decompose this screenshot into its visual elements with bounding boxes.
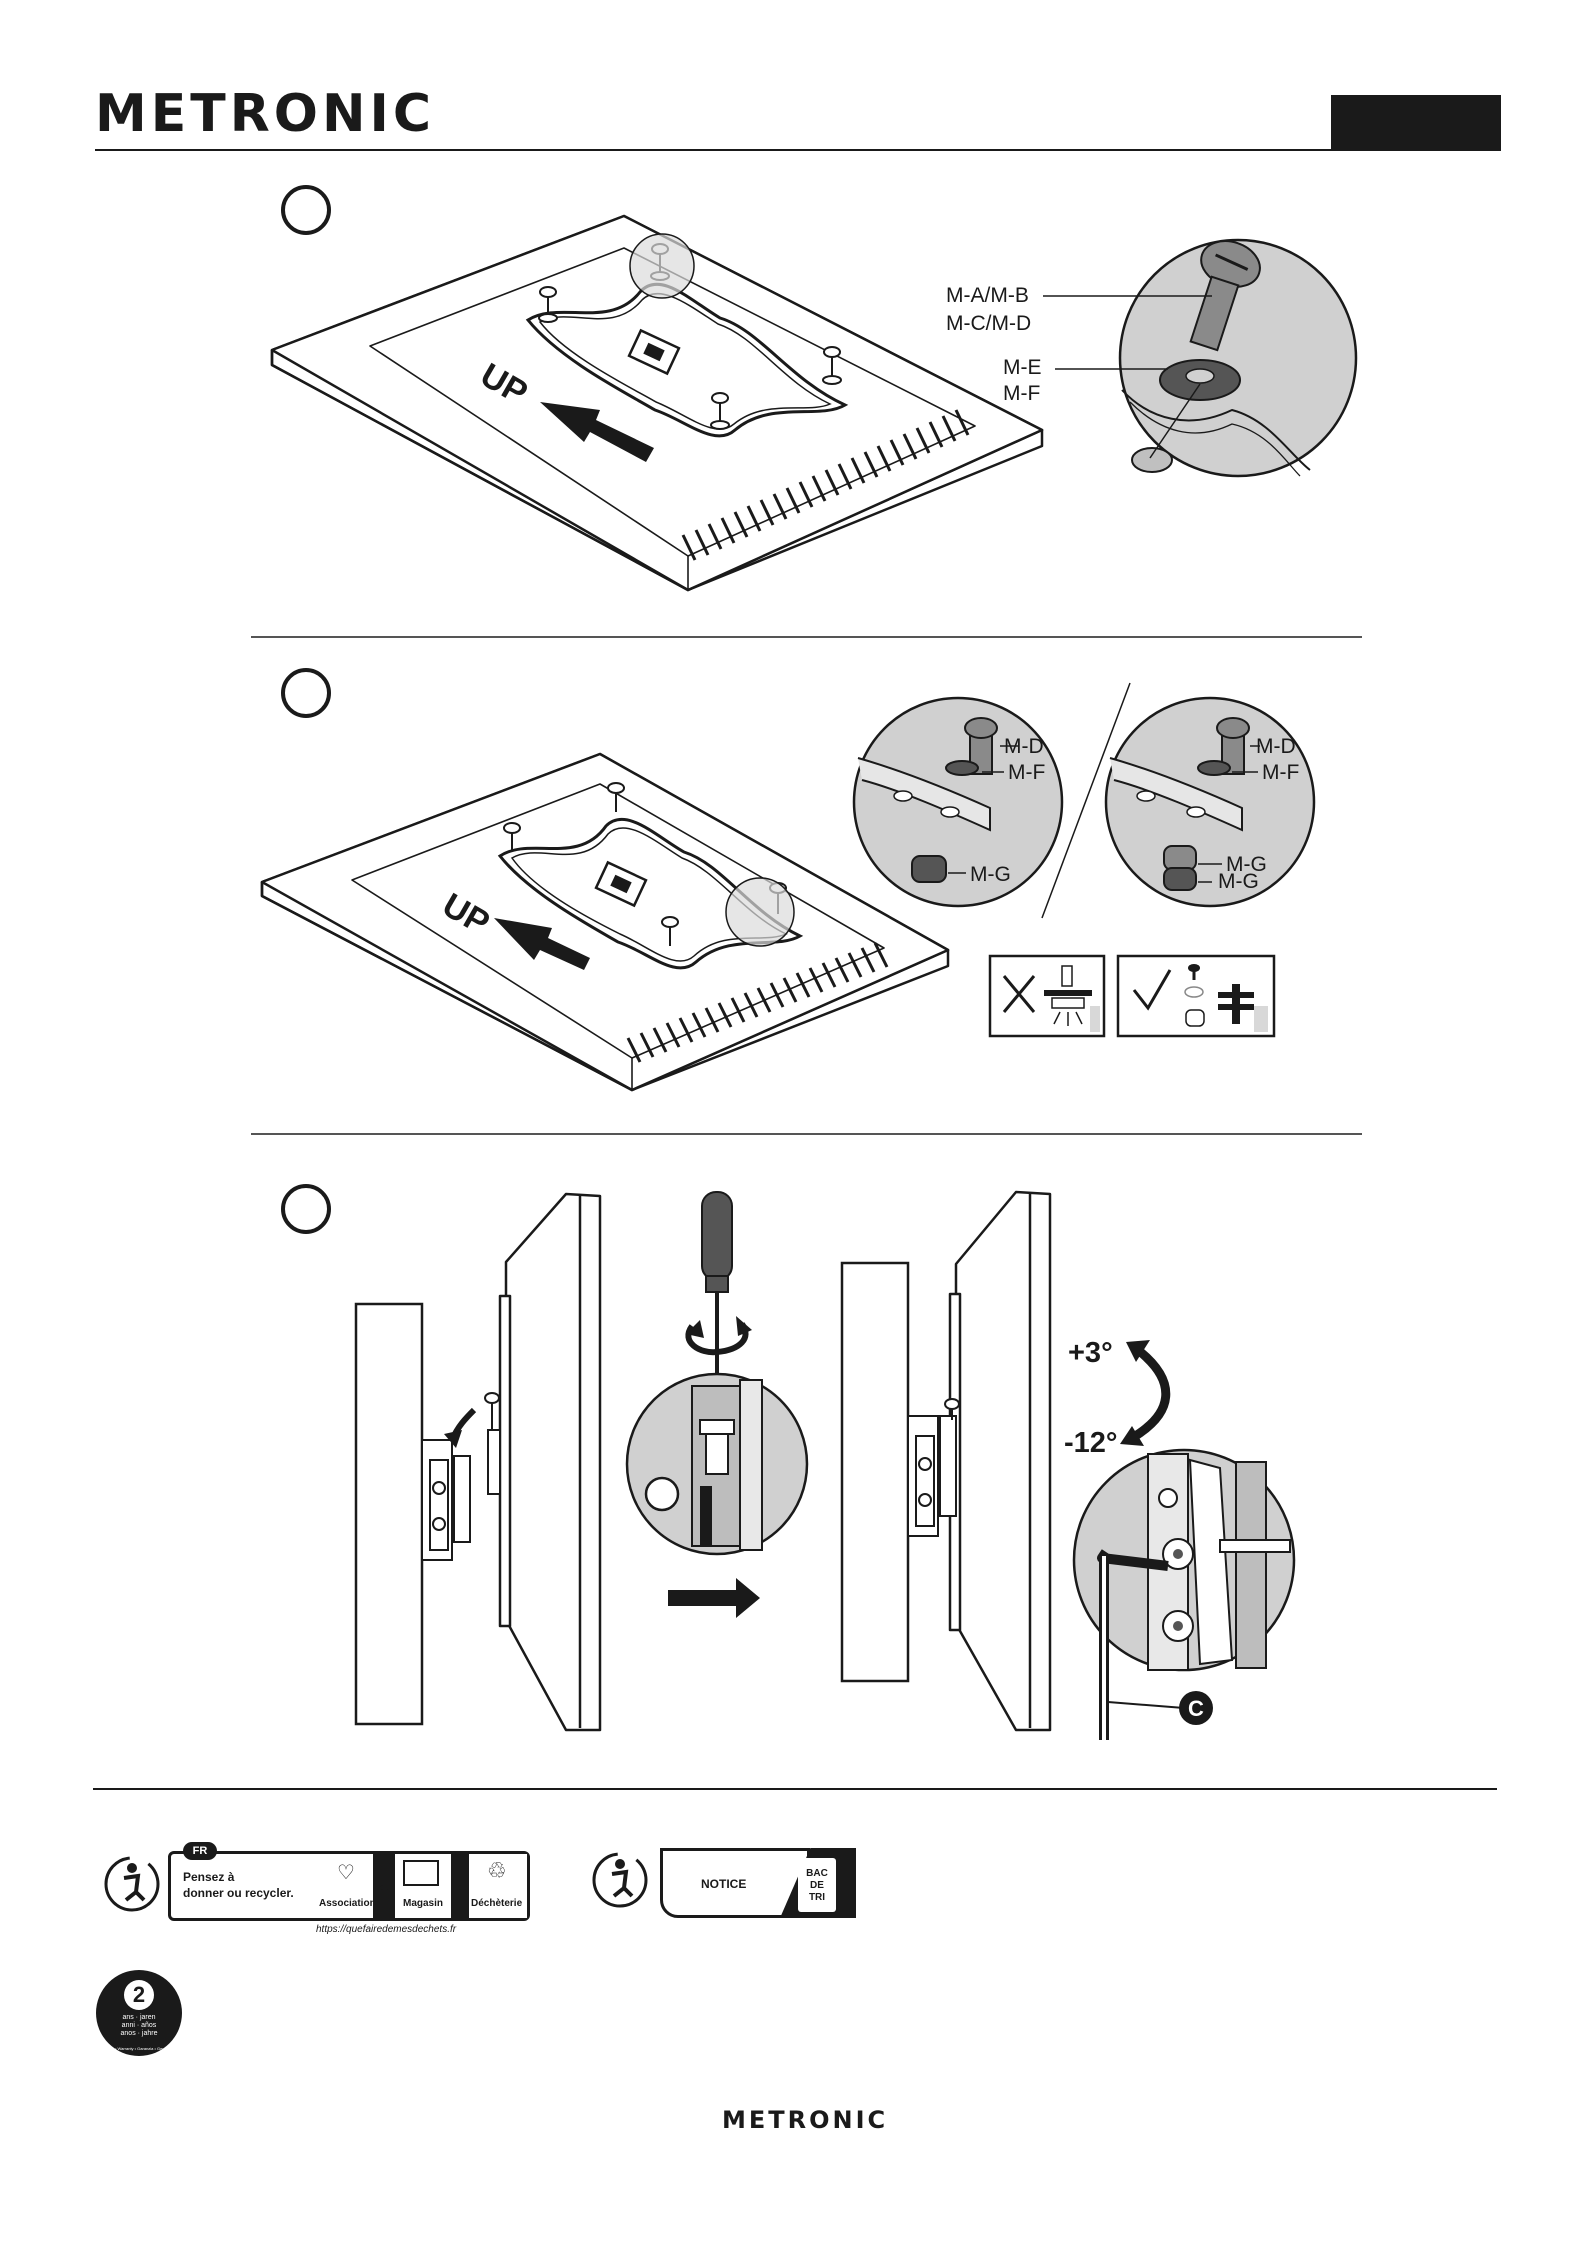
- screwdriver: [701, 1191, 733, 1390]
- or-2: ou: [457, 1882, 468, 1892]
- header-black-block: [1331, 95, 1501, 151]
- notice-label-box: NOTICE: [660, 1848, 810, 1918]
- bin-text-1: BAC: [806, 1868, 828, 1879]
- association-cell: ♡ Association: [319, 1854, 376, 1918]
- recycle-url: https://quefairedemesdechets.fr: [316, 1924, 457, 1935]
- tv-vents-2: [626, 942, 889, 1063]
- correct-assembly-box: [1116, 954, 1276, 1038]
- push-arrow: [668, 1578, 760, 1618]
- screw-detail-callout: [1118, 238, 1358, 478]
- or-1: ou: [379, 1882, 390, 1892]
- header-rule: [95, 149, 1331, 151]
- tilt-down-label: -12°: [1064, 1427, 1118, 1459]
- decheterie-cell: ♲ Déchèterie: [469, 1854, 527, 1918]
- label-l-spacer: M-G: [970, 863, 1011, 886]
- tv-side-left: [498, 1192, 602, 1732]
- warranty-ring-text: • Garantie • Warranty • Garanzia • Gewäh…: [96, 2046, 182, 2051]
- tilt-up-label: +3°: [1068, 1337, 1113, 1369]
- section-divider-2: [251, 1133, 1362, 1135]
- label-screw-cd: M-C/M-D: [946, 312, 1031, 335]
- hexkey-detail: [1072, 1448, 1296, 1740]
- step-2-illustration: UP M-D M-F M-G M-D M-F M-G M-G: [260, 682, 1316, 1092]
- step-1-illustration: UP M-A/M-B M-C/M-D M-E M-F: [270, 214, 1358, 592]
- warranty-line-3: anos · jahre: [120, 2030, 158, 2037]
- recycling-logo-1: [104, 1856, 160, 1912]
- label-washer-f: M-F: [1003, 382, 1040, 405]
- label-screw-ab: M-A/M-B: [946, 284, 1029, 307]
- label-r-washer: M-F: [1262, 761, 1299, 784]
- magasin-cell: Magasin: [395, 1854, 451, 1918]
- tv-side-right: [948, 1190, 1052, 1732]
- section-divider-1: [251, 636, 1362, 638]
- mounting-plate: [525, 282, 849, 438]
- up-arrow: [540, 402, 654, 462]
- tv-vents: [681, 409, 970, 561]
- step-3-illustration: +3° -12° C: [354, 1190, 1296, 1740]
- warranty-line-1: ans · jaren: [122, 2014, 156, 2021]
- spacer-detail-left: [852, 696, 1064, 908]
- tilt-arrow: [1129, 1346, 1171, 1442]
- wall-bracket-left: [421, 1392, 501, 1561]
- warranty-line-2: anni · años: [121, 2022, 157, 2029]
- recycling-info-badge: FR Pensez à donner ou recycler. ♡ Associ…: [168, 1842, 530, 1921]
- tighten-detail: [625, 1372, 809, 1556]
- tool-c-badge: [1179, 1691, 1213, 1725]
- wall-bracket-right: [907, 1398, 960, 1537]
- recycle-message-1: Pensez à: [183, 1870, 235, 1884]
- country-tag: FR: [183, 1842, 217, 1860]
- recycling-logo-2: [592, 1852, 648, 1908]
- recycle-message-2: donner ou recycler.: [183, 1886, 294, 1900]
- option-decheterie: Déchèterie: [471, 1898, 523, 1909]
- up-arrow-2: [494, 918, 590, 970]
- trash-bin-icon: BAC DE TRI: [798, 1858, 836, 1912]
- rotate-arrow: [685, 1322, 749, 1356]
- heart-hand-icon: ♡: [337, 1862, 355, 1884]
- wall-right: [840, 1261, 910, 1683]
- step-1-marker: [281, 185, 331, 235]
- wall-left: [354, 1302, 424, 1726]
- bin-text-2: DE: [810, 1880, 824, 1891]
- warranty-years: 2: [124, 1980, 154, 2010]
- shop-icon: [403, 1860, 439, 1886]
- step-3-marker: [281, 1184, 331, 1234]
- notice-badge: NOTICE BAC DE TRI: [660, 1848, 856, 1920]
- detail-highlight: [629, 233, 695, 299]
- warranty-badge: 2 ans · jaren anni · años anos · jahre •…: [96, 1970, 182, 2056]
- tool-c-label: C: [1188, 1696, 1204, 1721]
- label-r-spacer-b: M-G: [1218, 870, 1259, 893]
- spacer-detail-right: [1104, 696, 1316, 908]
- footer-rule: [93, 1788, 1497, 1790]
- footer-brand-logo: METRONIC: [722, 2106, 889, 2134]
- mounting-plate-2: [497, 817, 804, 970]
- bin-text-3: TRI: [808, 1892, 826, 1903]
- notice-label: NOTICE: [701, 1877, 747, 1891]
- label-l-screw: M-D: [1004, 735, 1044, 758]
- wrong-assembly-box: [988, 954, 1106, 1038]
- option-magasin: Magasin: [403, 1898, 444, 1909]
- header-brand-logo: METRONIC: [95, 84, 436, 144]
- recycle-bin-icon: ♲: [487, 1858, 507, 1883]
- label-r-spacer-a: M-G: [1226, 853, 1267, 876]
- option-association: Association: [319, 1898, 376, 1909]
- label-l-washer: M-F: [1008, 761, 1045, 784]
- step-2-marker: [281, 668, 331, 718]
- label-washer-e: M-E: [1003, 356, 1042, 379]
- label-r-screw: M-D: [1256, 735, 1296, 758]
